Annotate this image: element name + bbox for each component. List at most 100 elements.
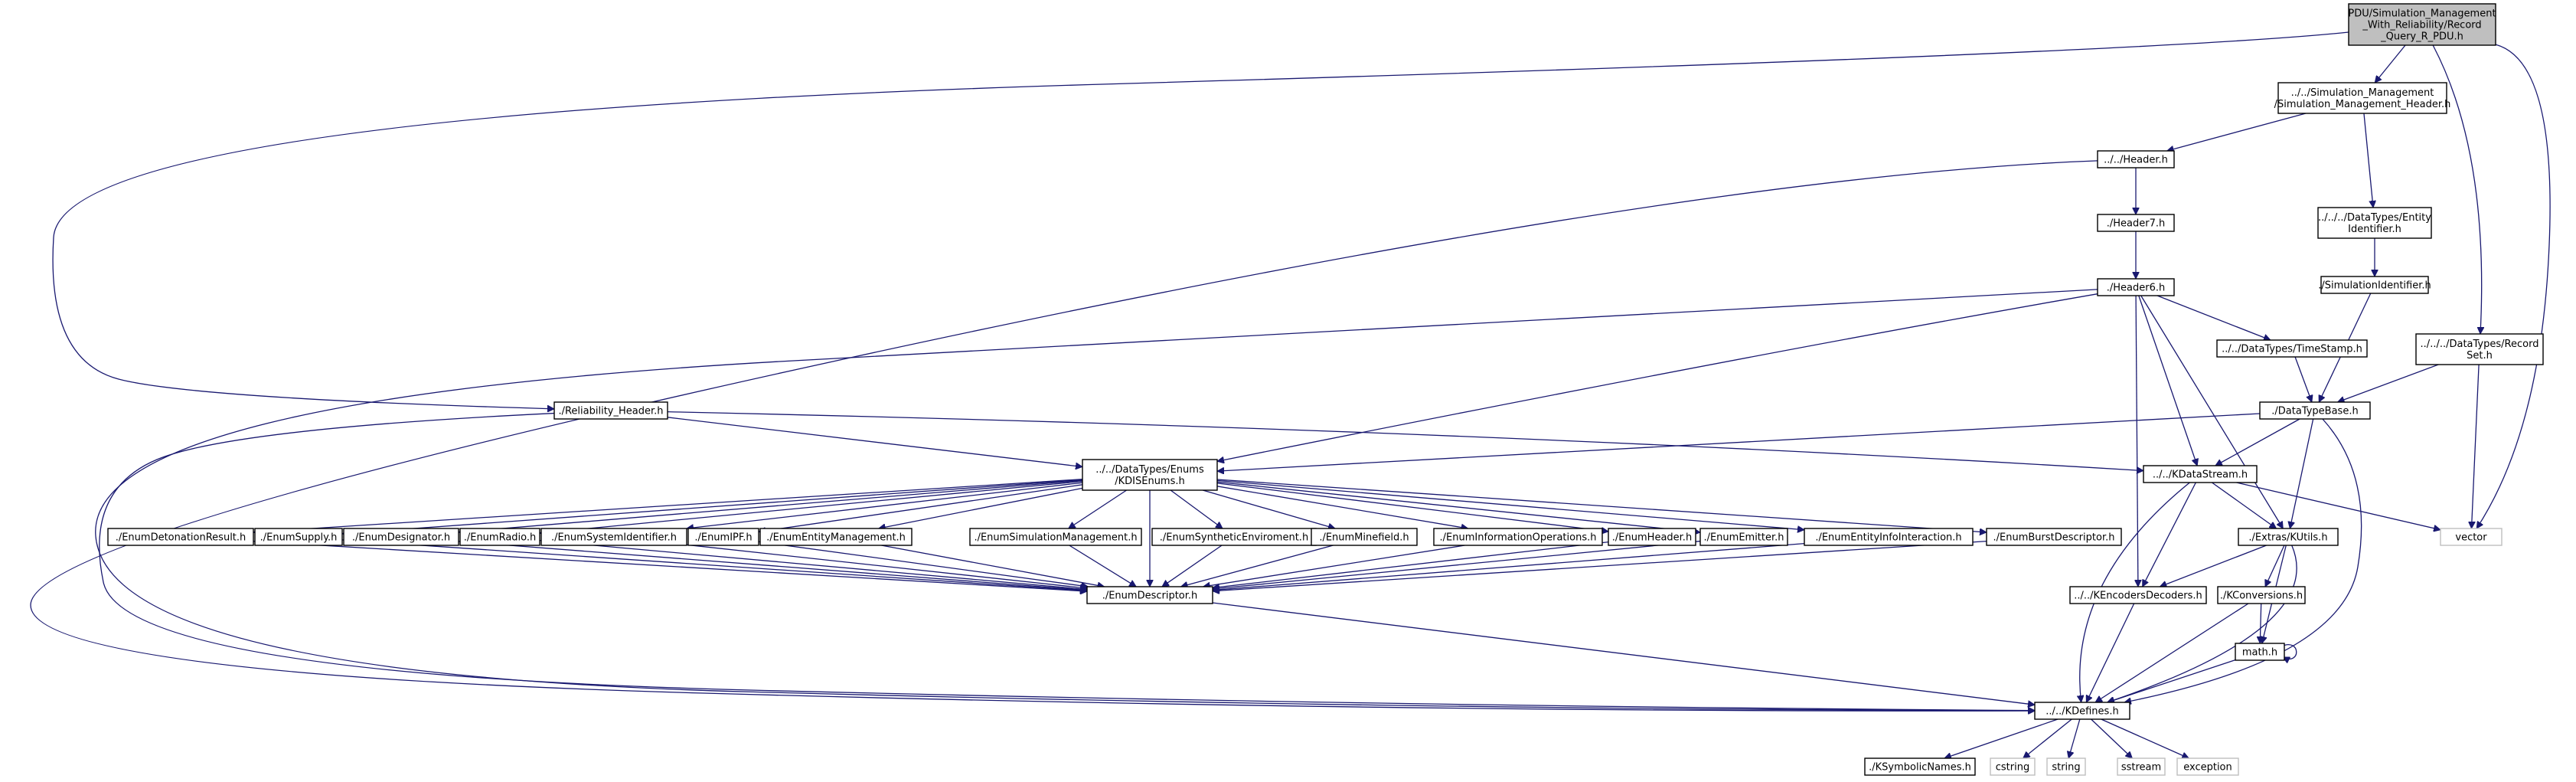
- edge-header6-to-kutils: [2140, 295, 2284, 528]
- node-e_simmgmt[interactable]: ./EnumSimulationManagement.h: [969, 528, 1142, 546]
- edge-e_synth-to-enumdesc: [1162, 545, 1223, 587]
- node-kconv[interactable]: ./KConversions.h: [2217, 586, 2306, 604]
- node-kutils[interactable]: ./Extras/KUtils.h: [2238, 528, 2339, 546]
- edge-datatypebase-to-enums: [1217, 413, 2261, 471]
- edge-enums-to-e_ipf: [759, 484, 1083, 532]
- node-label: /KDISEnums.h: [1115, 476, 1185, 487]
- edge-math-to-kdefines: [2107, 659, 2236, 702]
- node-label: string: [2052, 762, 2080, 774]
- edge-header6-to-datastream: [2138, 295, 2197, 466]
- node-label: ./EnumInformationOperations.h: [1440, 532, 1597, 544]
- node-e_synth[interactable]: ./EnumSyntheticEnviroment.h: [1151, 528, 1317, 546]
- node-label: ./KConversions.h: [2220, 591, 2303, 602]
- node-label: _With_Reliability/Record: [2362, 20, 2481, 31]
- edge-datastream-to-vector: [2236, 482, 2441, 530]
- node-label: ./SimulationIdentifier.h: [2318, 280, 2431, 292]
- edge-kdefines-to-exception: [2101, 718, 2189, 758]
- node-label: ../../Simulation_Management: [2291, 87, 2434, 99]
- node-label: ./EnumSystemIdentifier.h: [551, 532, 677, 544]
- node-e_ipf[interactable]: ./EnumIPF.h: [687, 528, 759, 546]
- node-math[interactable]: math.h: [2235, 643, 2285, 661]
- node-label: ../../KDefines.h: [2045, 706, 2118, 718]
- edge-reliability-to-enums: [667, 417, 1082, 467]
- edge-timestamp-to-datatypebase: [2294, 356, 2312, 402]
- edge-kdefines-to-symbolic: [1944, 718, 2059, 758]
- node-box: [2143, 465, 2258, 483]
- edge-kconv-to-kdefines: [2095, 603, 2249, 703]
- node-label: ../../../DataTypes/Record: [2421, 339, 2539, 350]
- node-datastream[interactable]: ../../KDataStream.h: [2143, 465, 2258, 483]
- node-box: [107, 528, 254, 546]
- node-datatypebase[interactable]: ./DataTypeBase.h: [2259, 401, 2371, 420]
- node-root[interactable]: PDU/Simulation_Management_With_Reliabili…: [2348, 3, 2496, 46]
- edge-e_desig-to-enumdesc: [458, 541, 1087, 591]
- node-simid[interactable]: ./SimulationIdentifier.h: [2318, 276, 2431, 294]
- node-symbolic[interactable]: ./KSymbolicNames.h: [1864, 757, 1976, 776]
- node-box: [2216, 339, 2368, 358]
- node-timestamp[interactable]: ../../DataTypes/TimeStamp.h: [2216, 339, 2368, 358]
- node-box: [2317, 207, 2432, 239]
- node-label: ./EnumIPF.h: [694, 532, 752, 544]
- node-box: [1608, 528, 1696, 546]
- node-box: [1082, 459, 1218, 491]
- node-encdec[interactable]: ../../KEncodersDecoders.h: [2069, 586, 2207, 604]
- edge-recordset-to-datatypebase: [2338, 364, 2439, 402]
- node-e_supply[interactable]: ./EnumSupply.h: [254, 528, 343, 546]
- node-label: ./EnumRadio.h: [464, 532, 537, 544]
- edge-enums-to-e_supply: [342, 479, 1083, 533]
- node-label: ./EnumBurstDescriptor.h: [1993, 532, 2115, 544]
- edge-kconv-to-math: [2260, 603, 2261, 643]
- edge-e_ipf-to-enumdesc: [758, 541, 1088, 587]
- node-box: [2320, 276, 2429, 294]
- node-box: [759, 528, 913, 546]
- node-box: [1699, 528, 1788, 546]
- node-box: [2069, 586, 2207, 604]
- node-header6[interactable]: ./Header6.h: [2097, 278, 2175, 296]
- edge-e_radio-to-enumdesc: [539, 540, 1087, 590]
- edge-datastream-to-kutils: [2212, 482, 2276, 528]
- node-label: Identifier.h: [2348, 224, 2401, 235]
- node-e_burst[interactable]: ./EnumBurstDescriptor.h: [1986, 528, 2122, 546]
- node-reliability[interactable]: ./Reliability_Header.h: [553, 401, 668, 420]
- node-e_sysid[interactable]: ./EnumSystemIdentifier.h: [540, 528, 687, 546]
- edge-enums-to-e_emitter: [1216, 481, 1700, 532]
- edge-reliability-to-datastream: [667, 411, 2143, 471]
- edge-kutils-to-kconv: [2265, 545, 2285, 587]
- node-e_emitter[interactable]: ./EnumEmitter.h: [1699, 528, 1788, 546]
- node-e_det[interactable]: ./EnumDetonationResult.h: [107, 528, 254, 546]
- edge-e_header-to-enumdesc: [1213, 541, 1609, 588]
- node-e_infoops[interactable]: ./EnumInformationOperations.h: [1433, 528, 1603, 546]
- node-e_entmgmt[interactable]: ./EnumEntityManagement.h: [759, 528, 913, 546]
- edge-header6-to-enums: [1217, 293, 2098, 462]
- edge-e_simmgmt-to-enumdesc: [1069, 545, 1136, 587]
- node-box: [1990, 757, 2036, 776]
- node-e_header[interactable]: ./EnumHeader.h: [1608, 528, 1696, 546]
- edge-root-to-vector: [2476, 44, 2551, 528]
- node-enums[interactable]: ../../DataTypes/Enums/KDISEnums.h: [1082, 459, 1218, 491]
- node-e_mine[interactable]: ./EnumMinefield.h: [1311, 528, 1418, 546]
- node-label: ./Extras/KUtils.h: [2248, 532, 2327, 544]
- node-box: [1804, 528, 1974, 546]
- node-label: ./EnumDescriptor.h: [1102, 591, 1198, 602]
- edge-enums-to-e_mine: [1202, 489, 1335, 528]
- edge-root-to-reliability: [52, 31, 2349, 409]
- node-box: [2440, 528, 2503, 546]
- node-label: math.h: [2242, 647, 2277, 659]
- node-box: [2117, 757, 2166, 776]
- edge-enums-to-e_radio: [540, 480, 1083, 533]
- node-header7[interactable]: ./Header7.h: [2097, 214, 2175, 232]
- node-e_desig[interactable]: ./EnumDesignator.h: [343, 528, 459, 546]
- node-kdefines[interactable]: ../../KDefines.h: [2034, 702, 2130, 720]
- node-smh[interactable]: ../../Simulation_Management/Simulation_M…: [2274, 82, 2451, 114]
- node-label: ./Header6.h: [2107, 283, 2166, 294]
- node-label: ./EnumSyntheticEnviroment.h: [1160, 532, 1308, 544]
- node-e_radio[interactable]: ./EnumRadio.h: [459, 528, 540, 546]
- node-e_entinfo[interactable]: ./EnumEntityInfoInteraction.h: [1804, 528, 1974, 546]
- node-header[interactable]: ../../Header.h: [2097, 150, 2175, 169]
- edge-datatypebase-to-kutils: [2290, 418, 2314, 528]
- node-enumdesc[interactable]: ./EnumDescriptor.h: [1086, 586, 1213, 604]
- edge-kdefines-to-cstring: [2023, 718, 2072, 758]
- node-box: [969, 528, 1142, 546]
